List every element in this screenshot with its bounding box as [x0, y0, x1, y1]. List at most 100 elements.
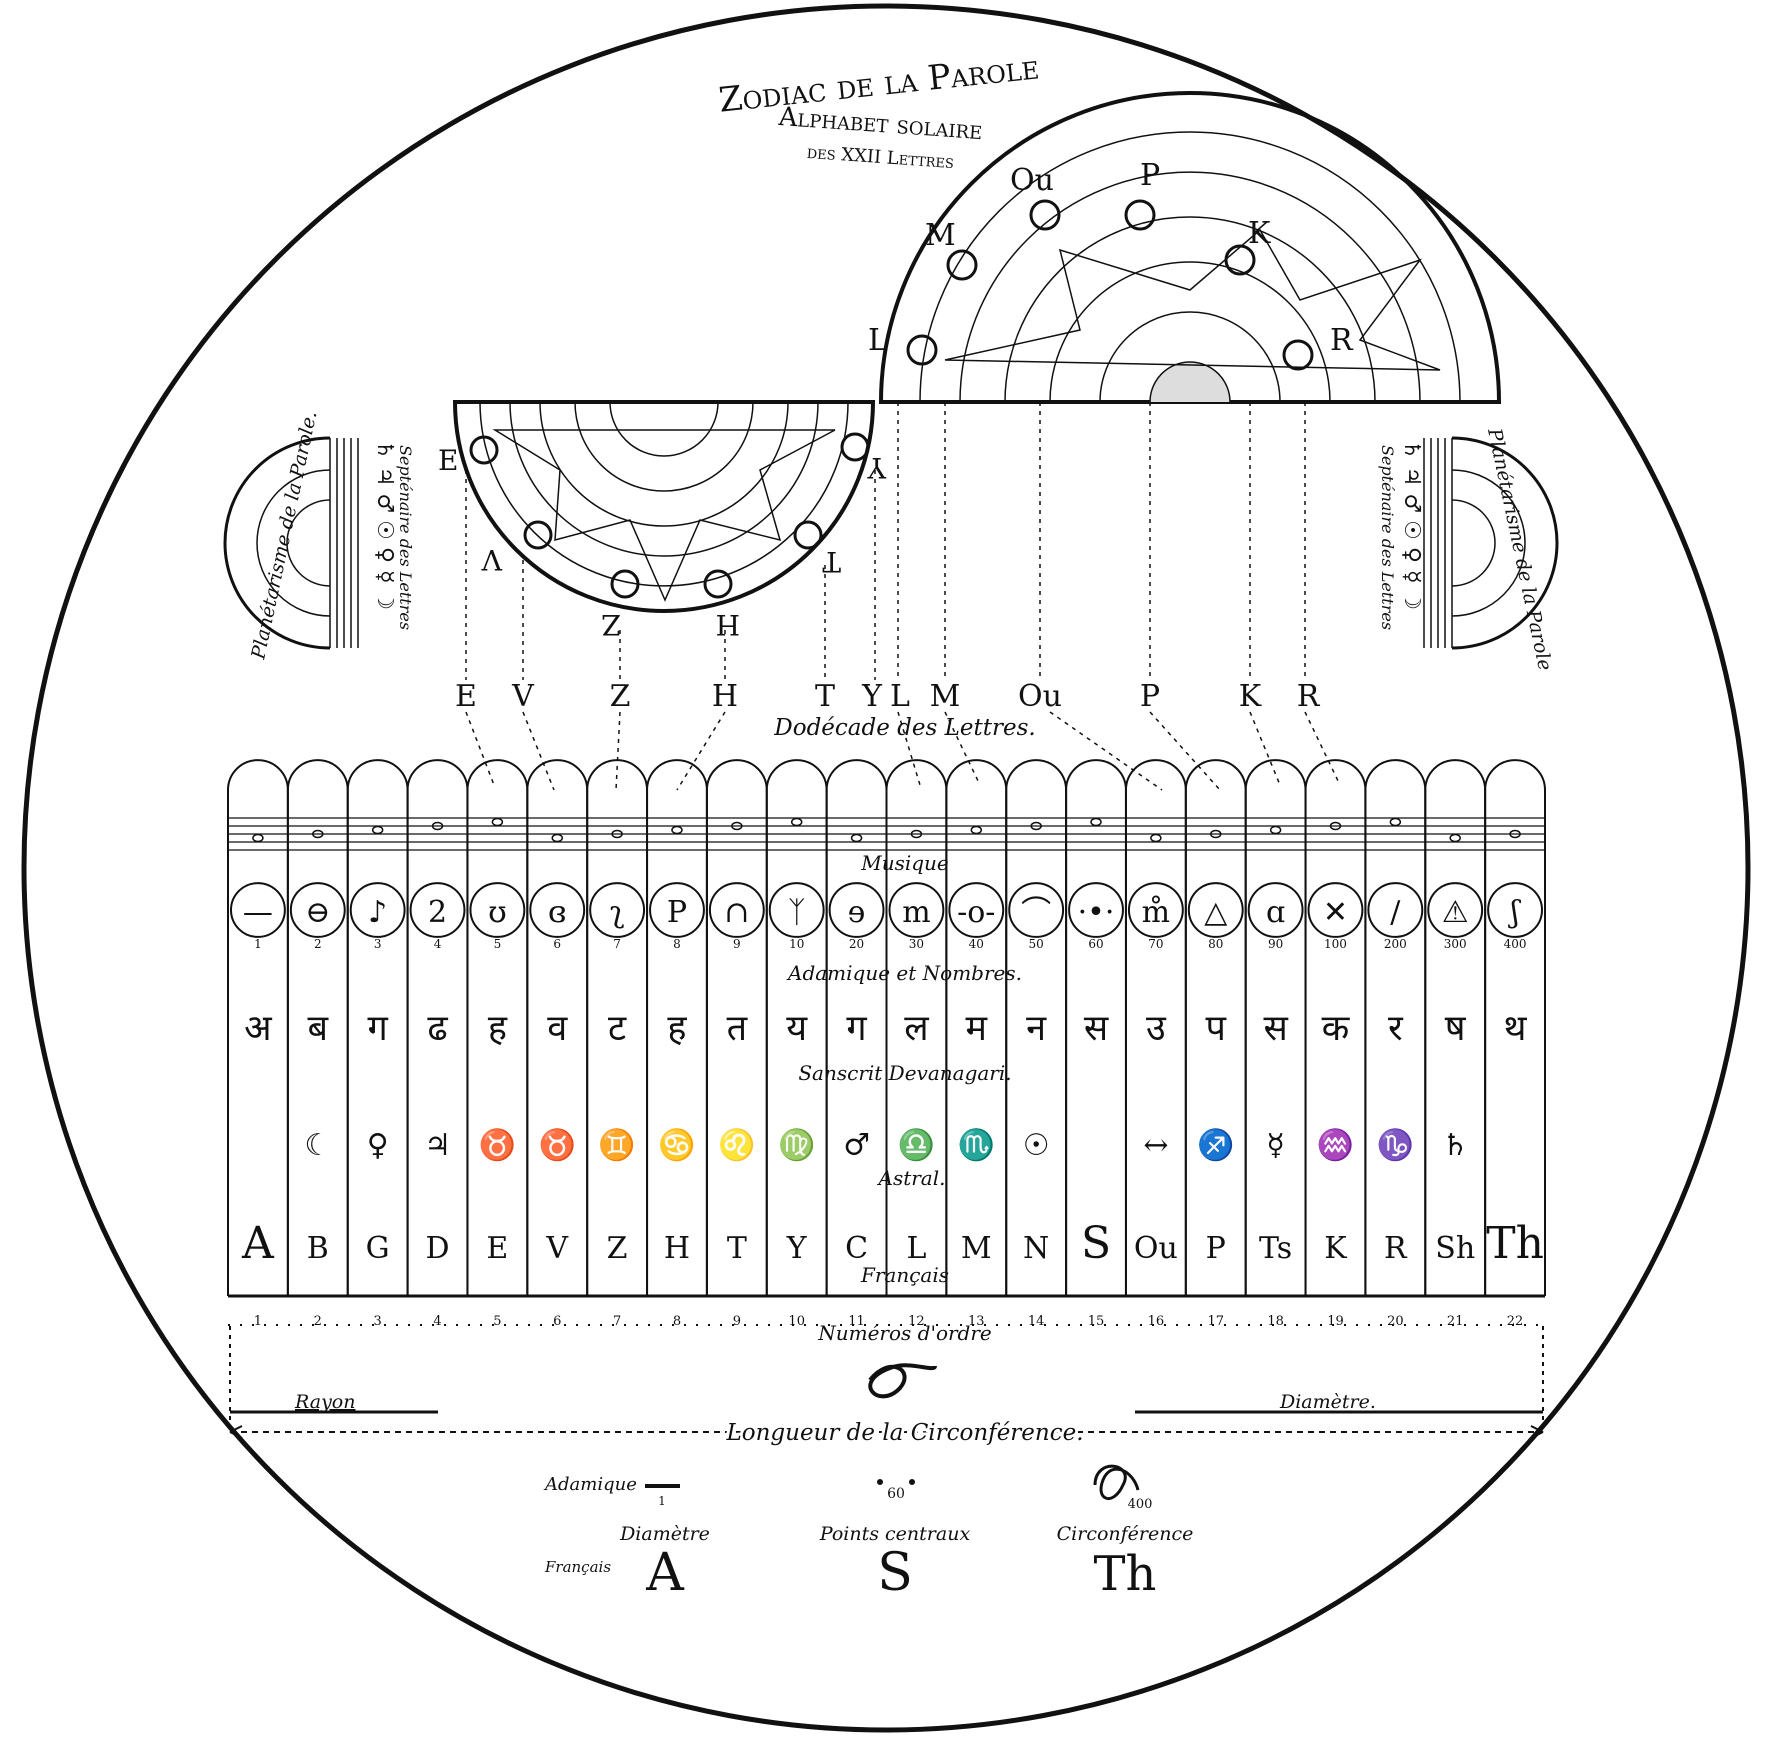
dodecade-letter: H — [712, 679, 738, 714]
adamique-disk — [409, 882, 466, 938]
music-note — [611, 829, 623, 839]
adamique-disk — [1307, 882, 1364, 938]
adamique-disk — [230, 882, 286, 938]
music-note — [1449, 833, 1461, 843]
music-note — [252, 833, 264, 843]
adamique-number: 5 — [494, 937, 502, 951]
wheel-letter-l: L — [868, 323, 888, 358]
wheel-letter-ou: Ou — [1010, 163, 1054, 198]
francais-letter: A — [241, 1218, 275, 1269]
wheel-letter-p: P — [1140, 158, 1160, 193]
letter-column — [586, 759, 649, 1296]
astral-symbol: ♏ — [958, 1127, 995, 1163]
circonference-symbol — [868, 1363, 937, 1399]
wheel-letter-t: T — [822, 545, 841, 578]
sanscrit-letter: ग — [368, 1008, 389, 1049]
letter-column — [286, 759, 349, 1296]
order-number: 8 — [673, 1314, 681, 1329]
adamique-sign: △ — [1204, 895, 1227, 930]
lower-wheel-letters: E V Z H T Y — [438, 444, 887, 641]
sanscrit-letter: स — [1263, 1008, 1288, 1049]
letter-column — [1484, 759, 1546, 1296]
music-note — [850, 833, 863, 843]
left-planetary-symbols: ♄ ♃ ♂ ☉ ♀ ☿ ☽ — [372, 440, 397, 610]
dodecade-letter: R — [1297, 679, 1321, 714]
letter-column — [1005, 759, 1068, 1296]
francais-letter: Sh — [1435, 1231, 1475, 1266]
legend-circ-value: 400 — [1128, 1497, 1153, 1512]
music-note — [1150, 833, 1162, 843]
title-line-3: des XXII Lettres — [806, 142, 954, 173]
adamique-sign: ɑ — [1266, 895, 1285, 930]
music-note — [1389, 817, 1402, 827]
letter-column — [885, 759, 948, 1296]
adamique-number: 50 — [1029, 937, 1044, 951]
longueur-label: Longueur de la Circonférence. — [725, 1420, 1083, 1446]
wheel-letter-h: H — [716, 608, 740, 641]
wheel-letter-z: Z — [602, 608, 621, 641]
order-number: 10 — [788, 1314, 805, 1329]
adamique-sign: ·•· — [1078, 895, 1115, 930]
francais-letter: L — [906, 1231, 926, 1266]
letter-column — [825, 759, 888, 1296]
letter-column — [646, 759, 708, 1296]
adamique-disk — [649, 882, 705, 938]
astral-symbol: ♍ — [778, 1127, 815, 1163]
adamique-number: 90 — [1268, 937, 1283, 951]
sanscrit-letter: ट — [608, 1008, 627, 1049]
adamique-disk — [1127, 882, 1184, 938]
francais-letter: D — [425, 1231, 449, 1266]
dodecade-caption: Dodécade des Lettres. — [773, 715, 1035, 741]
francais-letter: K — [1324, 1231, 1347, 1266]
legend-diametre-label: Diamètre — [619, 1523, 710, 1545]
francais-letter: Th — [1486, 1218, 1544, 1269]
order-number: 5 — [493, 1314, 501, 1329]
adamique-sign: — — [243, 895, 273, 930]
title-line-2: Alphabet solaire — [777, 102, 984, 146]
adamique-disk — [1487, 882, 1544, 938]
order-number: 9 — [733, 1314, 741, 1329]
adamique-number: 60 — [1088, 937, 1103, 951]
adamique-number: 6 — [553, 937, 561, 951]
astral-symbol: ♂ — [843, 1128, 870, 1163]
upper-wheel-letters: L M Ou P K R — [868, 158, 1354, 358]
measure-section: Rayon Diamètre. Longueur de la Circonfér… — [229, 1326, 1544, 1449]
order-number: 20 — [1387, 1314, 1404, 1329]
sanscrit-letter: स — [1084, 1008, 1109, 1049]
adamique-disk — [349, 882, 406, 938]
francais-letter: B — [307, 1231, 329, 1266]
astral-symbol: ♑ — [1377, 1127, 1414, 1163]
francais-letter: P — [1206, 1231, 1226, 1266]
projection-lines — [465, 402, 1341, 791]
rayon-label: Rayon — [294, 1391, 355, 1413]
adamique-number: 20 — [849, 937, 864, 951]
dodecade-letter: Z — [610, 679, 631, 714]
adamique-number: 80 — [1208, 937, 1223, 951]
sanscrit-letter: प — [1206, 1008, 1227, 1049]
francais-letter: R — [1384, 1231, 1408, 1266]
adamique-number: 4 — [434, 937, 442, 951]
astral-symbol: ♄ — [1442, 1128, 1469, 1163]
wheel-letter-k: K — [1248, 216, 1271, 251]
francais-letter: G — [366, 1231, 390, 1266]
music-note — [431, 821, 444, 831]
adamique-number: 300 — [1444, 937, 1467, 951]
astral-symbol: ♋ — [658, 1127, 695, 1163]
adamique-disk — [589, 882, 646, 938]
wheel-letter-y: Y — [867, 451, 887, 484]
music-note — [491, 817, 504, 827]
letter-column — [1424, 759, 1487, 1296]
letter-column — [705, 759, 768, 1296]
row-label-numeros: Numéros d'ordre — [817, 1321, 992, 1345]
order-number: 15 — [1088, 1314, 1105, 1329]
astral-symbol: ☿ — [1266, 1128, 1284, 1163]
music-note — [910, 829, 923, 839]
letter-column — [1065, 759, 1127, 1296]
music-notes — [252, 817, 1521, 843]
adamique-number: 30 — [909, 937, 924, 951]
music-note — [312, 829, 324, 839]
adamique-sign: / — [1390, 895, 1401, 930]
adamique-sign: ⌒ — [1021, 895, 1051, 930]
music-note — [970, 825, 983, 835]
sanscrit-letter: थ — [1504, 1008, 1528, 1049]
